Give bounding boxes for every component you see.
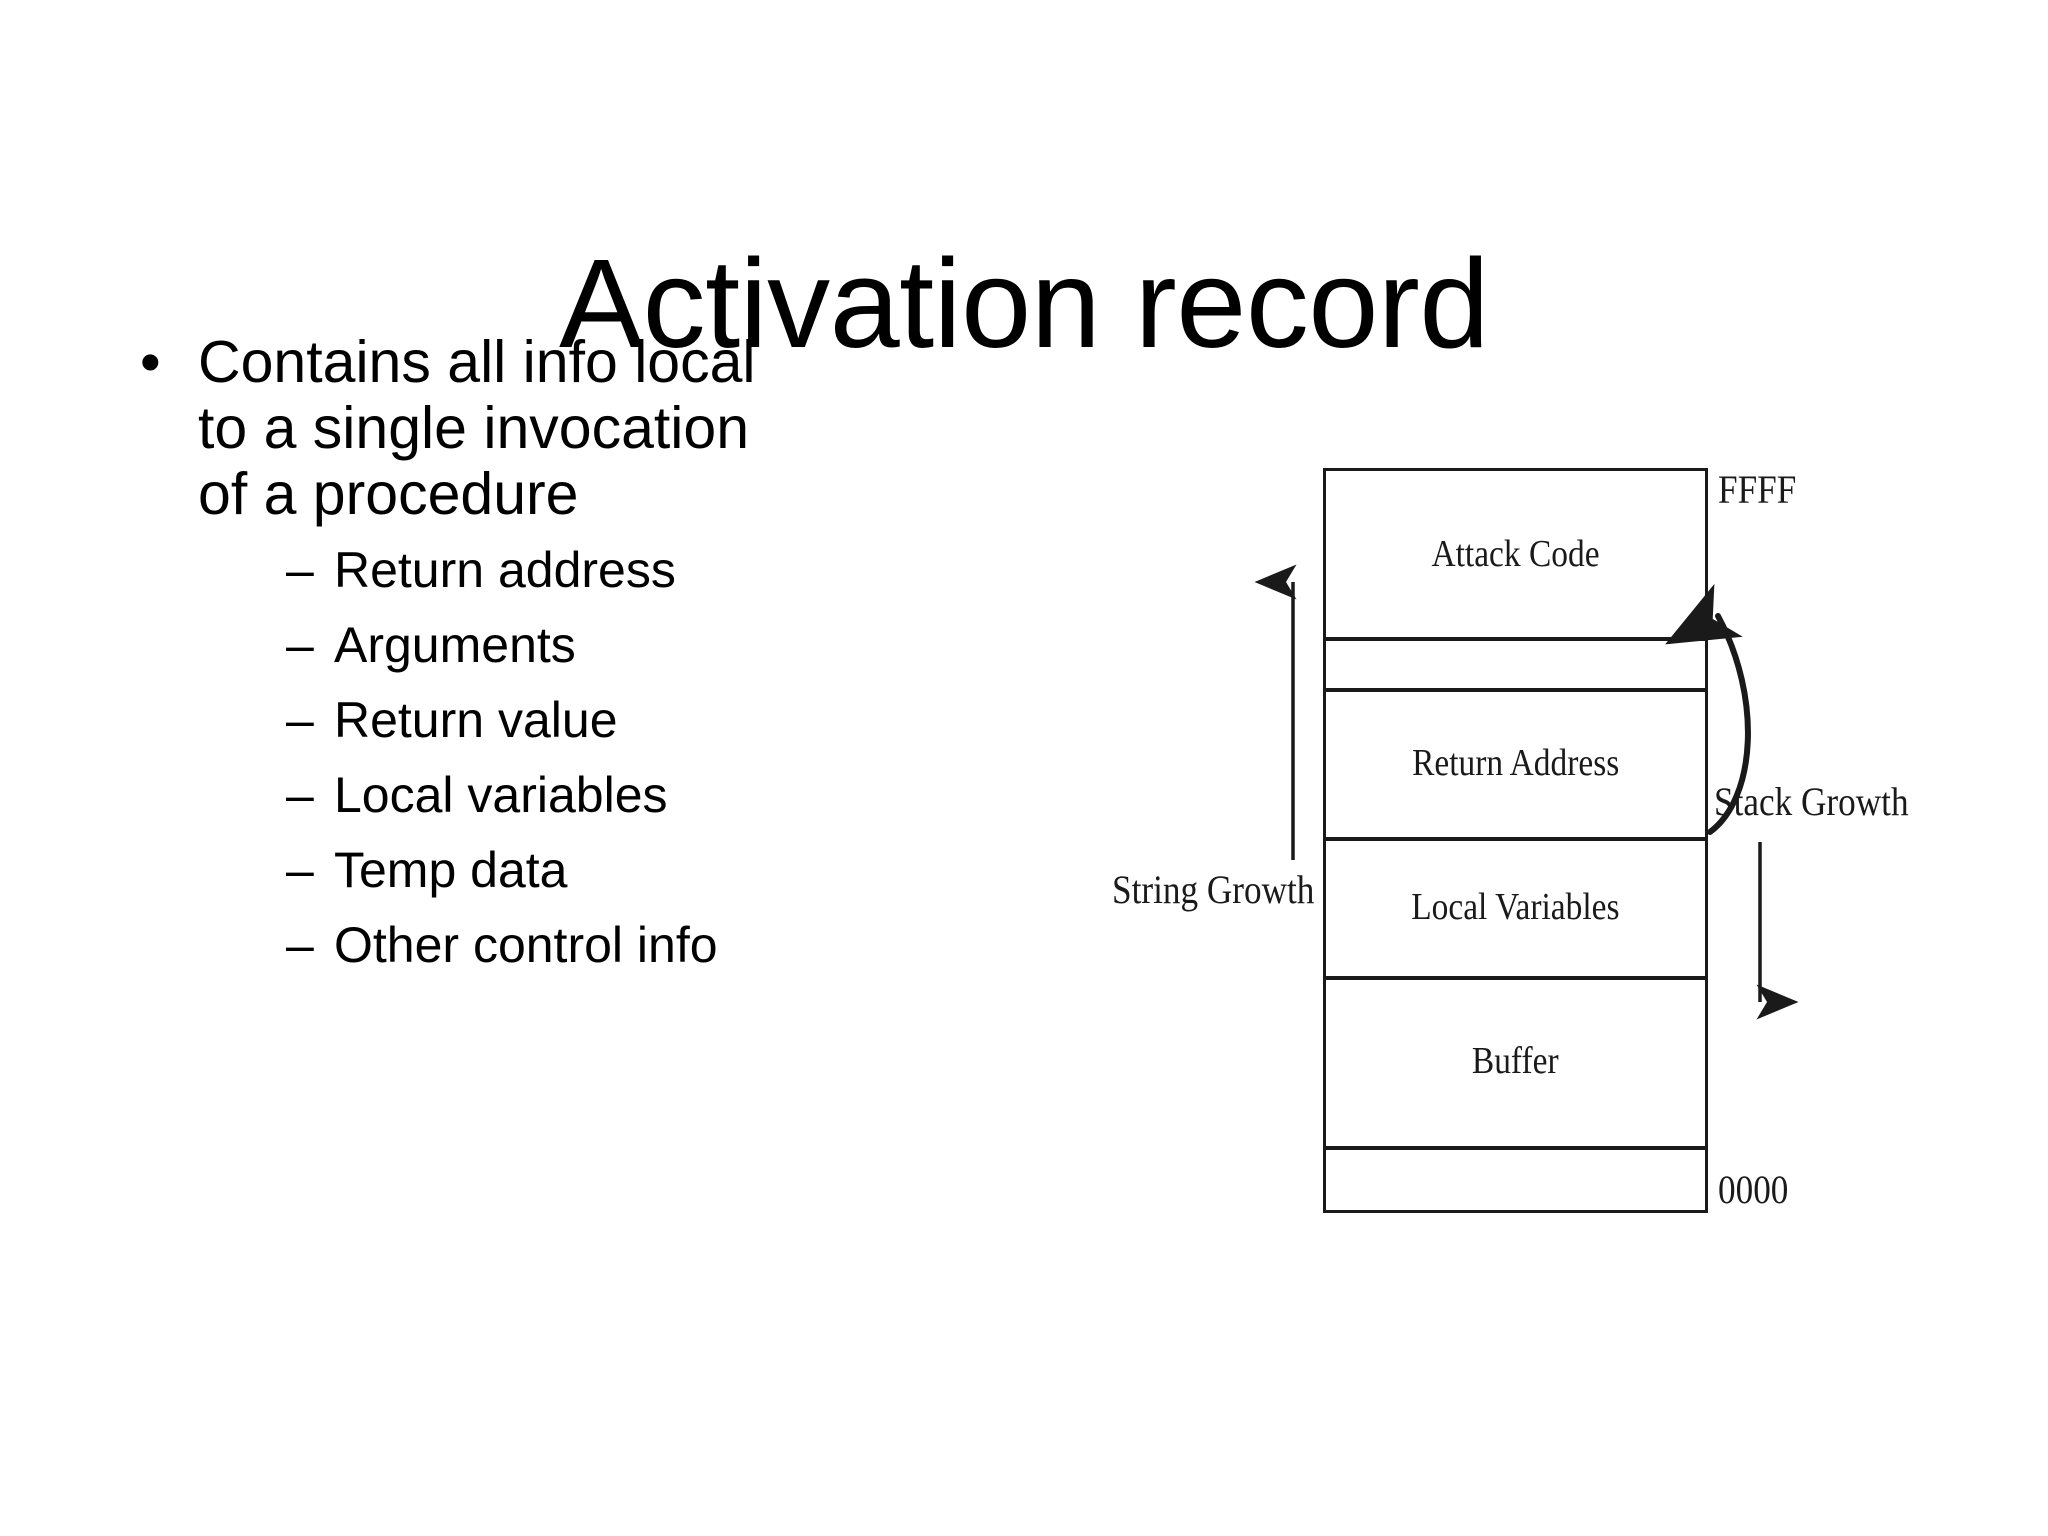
sub-bullet-text: Local variables <box>334 767 668 824</box>
address-label-top: FFFF <box>1718 467 1797 512</box>
sub-bullet-text: Return value <box>334 692 618 749</box>
stack-layout-diagram: Attack Code Return Address Local Variabl… <box>1050 430 1950 1213</box>
overflow-curve-arrow-icon <box>1665 583 1751 835</box>
stack-segment-return-address: Return Address <box>1326 688 1705 837</box>
stack-divider <box>1326 688 1705 692</box>
sub-bullet-item-return-value: – Return value <box>198 689 926 752</box>
stack-segment-label: Local Variables <box>1411 885 1620 928</box>
sub-bullet-list: – Return address – Arguments – Return va… <box>198 539 926 977</box>
sub-bullet-text: Other control info <box>334 917 718 974</box>
bullet-list: • Contains all info local to a single in… <box>126 329 926 989</box>
page-title: Activation record <box>559 233 1489 375</box>
bullet-text-primary: Contains all info local to a single invo… <box>198 329 756 527</box>
sub-bullet-text: Temp data <box>334 842 568 899</box>
sub-bullet-item-arguments: – Arguments <box>198 614 926 677</box>
bullet-marker-icon: • <box>140 329 161 395</box>
sub-bullet-text: Return address <box>334 542 676 599</box>
string-growth-label: String Growth <box>1112 867 1315 912</box>
stack-growth-label: Stack Growth <box>1714 779 1909 824</box>
stack-divider <box>1326 1146 1705 1150</box>
dash-marker-icon: – <box>286 917 314 974</box>
stack-divider <box>1326 637 1705 641</box>
stack-segment-buffer: Buffer <box>1326 976 1705 1146</box>
sub-bullet-item-other-control-info: – Other control info <box>198 914 926 977</box>
sub-bullet-item-local-variables: – Local variables <box>198 764 926 827</box>
dash-marker-icon: – <box>286 842 314 899</box>
stack-segment-label: Return Address <box>1411 741 1620 784</box>
dash-marker-icon: – <box>286 692 314 749</box>
stack-segment-label: Attack Code <box>1431 533 1600 575</box>
stack-segment-attack-code: Attack Code <box>1326 471 1705 637</box>
dash-marker-icon: – <box>286 542 314 599</box>
stack-segment-local-variables: Local Variables <box>1326 837 1705 976</box>
dash-marker-icon: – <box>286 767 314 824</box>
address-label-bottom: 0000 <box>1718 1167 1789 1212</box>
stack-segment-gap-lower <box>1326 1146 1705 1216</box>
dash-marker-icon: – <box>286 617 314 674</box>
bullet-item-primary: • Contains all info local to a single in… <box>126 329 926 977</box>
sub-bullet-text: Arguments <box>334 617 576 674</box>
stack-segment-label: Buffer <box>1472 1040 1559 1082</box>
stack-divider <box>1326 976 1705 980</box>
stack-frame-box: Attack Code Return Address Local Variabl… <box>1323 468 1708 1213</box>
sub-bullet-item-return-address: – Return address <box>198 539 926 602</box>
sub-bullet-item-temp-data: – Temp data <box>198 839 926 902</box>
stack-divider <box>1326 837 1705 841</box>
diagram-arrows <box>1254 564 1799 1020</box>
